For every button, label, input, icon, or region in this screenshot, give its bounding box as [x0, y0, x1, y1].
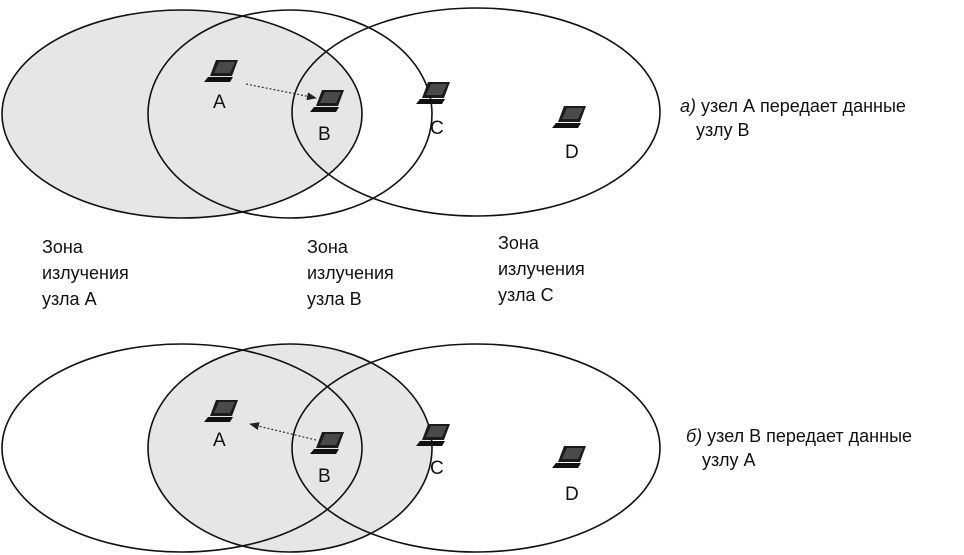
- caption-line2: узлу А: [702, 450, 756, 470]
- zone-label-line: Зона: [498, 233, 539, 253]
- caption-a: а) узел А передает данные узлу В: [680, 94, 906, 142]
- zone-b-top: [147, 9, 433, 219]
- node-label-d: D: [565, 484, 579, 505]
- zone-label-line: узла С: [498, 285, 554, 305]
- zone-label-b: Зона излучения узла В: [307, 234, 394, 312]
- scenario-b: A B C D: [1, 343, 661, 553]
- zone-label-line: излучения: [498, 259, 585, 279]
- zone-b-bottom-shaded: [148, 344, 432, 552]
- zone-label-line: Зона: [42, 237, 83, 257]
- zone-label-line: узла А: [42, 289, 97, 309]
- zone-c-bottom: [291, 343, 661, 553]
- node-label-a: A: [213, 430, 226, 451]
- zone-label-line: излучения: [307, 263, 394, 283]
- zone-label-a: Зона излучения узла А: [42, 234, 129, 312]
- zone-label-line: Зона: [307, 237, 348, 257]
- node-label-b: B: [318, 466, 331, 487]
- transmit-arrow-b-to-a: [249, 422, 317, 441]
- caption-line1: узел А передает данные: [701, 96, 906, 116]
- caption-marker: б): [686, 426, 703, 446]
- node-label-c: C: [430, 118, 444, 139]
- caption-b: б) узел В передает данные узлу А: [686, 424, 912, 472]
- caption-line2: узлу В: [696, 120, 750, 140]
- zone-a-top-shaded: [2, 10, 362, 218]
- zone-a-top: [1, 9, 363, 219]
- caption-marker: а): [680, 96, 697, 116]
- zone-a-bottom: [1, 343, 363, 553]
- node-label-d: D: [565, 142, 579, 163]
- scenario-a: A B C D: [1, 7, 661, 219]
- zone-label-line: узла В: [307, 289, 362, 309]
- zone-label-line: излучения: [42, 263, 129, 283]
- node-label-b: B: [318, 124, 331, 145]
- caption-line1: узел В передает данные: [707, 426, 913, 446]
- laptop-icon: [552, 106, 586, 128]
- zone-b-bottom: [147, 343, 433, 553]
- zone-c-top: [291, 7, 661, 217]
- node-label-c: C: [430, 458, 444, 479]
- node-label-a: A: [213, 92, 226, 113]
- laptop-icon: [552, 446, 586, 468]
- zone-label-c: Зона излучения узла С: [498, 230, 585, 308]
- laptop-icon: [416, 82, 450, 104]
